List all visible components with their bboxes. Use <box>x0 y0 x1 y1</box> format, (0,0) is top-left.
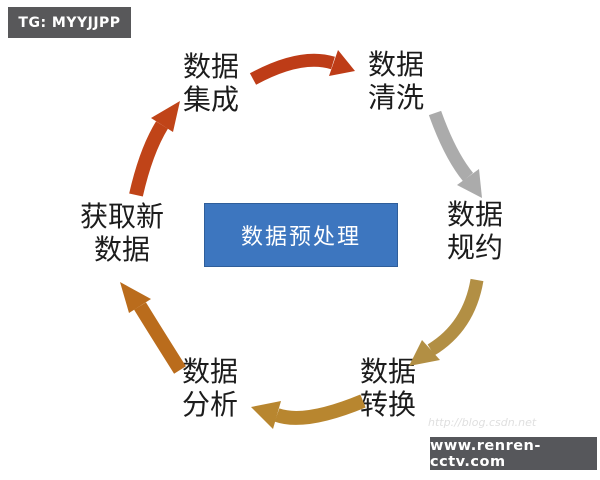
center-node-label: 数据预处理 <box>240 225 361 250</box>
arrow-transformation-to-analysis-icon <box>251 394 366 429</box>
node-label-line: 数据 <box>93 233 150 266</box>
arrow-reduction-to-transformation-icon <box>409 278 484 366</box>
node-label-line: 转换 <box>359 388 416 421</box>
node-label-line: 数据 <box>182 50 239 83</box>
node-data-transformation: 数据 转换 <box>346 355 430 421</box>
center-node-data-preprocessing: 数据预处理 <box>204 203 398 267</box>
node-label-line: 清洗 <box>367 81 424 114</box>
node-label-line: 数据 <box>181 355 238 388</box>
node-data-analysis: 数据 分析 <box>168 355 252 421</box>
arrow-cleaning-to-reduction-icon <box>428 110 482 198</box>
arrow-acquire-to-integration-icon <box>129 101 180 197</box>
node-data-cleaning: 数据 清洗 <box>354 48 438 114</box>
arrow-analysis-to-acquire-icon <box>120 282 186 374</box>
node-acquire-new-data: 获取新 数据 <box>72 200 172 266</box>
node-label-line: 分析 <box>181 388 238 421</box>
node-label-line: 数据 <box>446 198 503 231</box>
node-label-line: 数据 <box>359 355 416 388</box>
node-data-integration: 数据 集成 <box>169 50 253 116</box>
arrow-integration-to-cleaning-icon <box>249 50 355 85</box>
node-label-line: 规约 <box>446 231 503 264</box>
node-label-line: 数据 <box>367 48 424 81</box>
site-watermark-badge: www.renren-cctv.com <box>430 437 597 470</box>
node-label-line: 集成 <box>182 83 239 116</box>
node-label-line: 获取新 <box>79 200 164 233</box>
node-data-reduction: 数据 规约 <box>433 198 517 264</box>
url-watermark: http://blog.csdn.net <box>428 416 537 429</box>
tg-watermark-badge: TG: MYYJJPP <box>8 7 131 38</box>
